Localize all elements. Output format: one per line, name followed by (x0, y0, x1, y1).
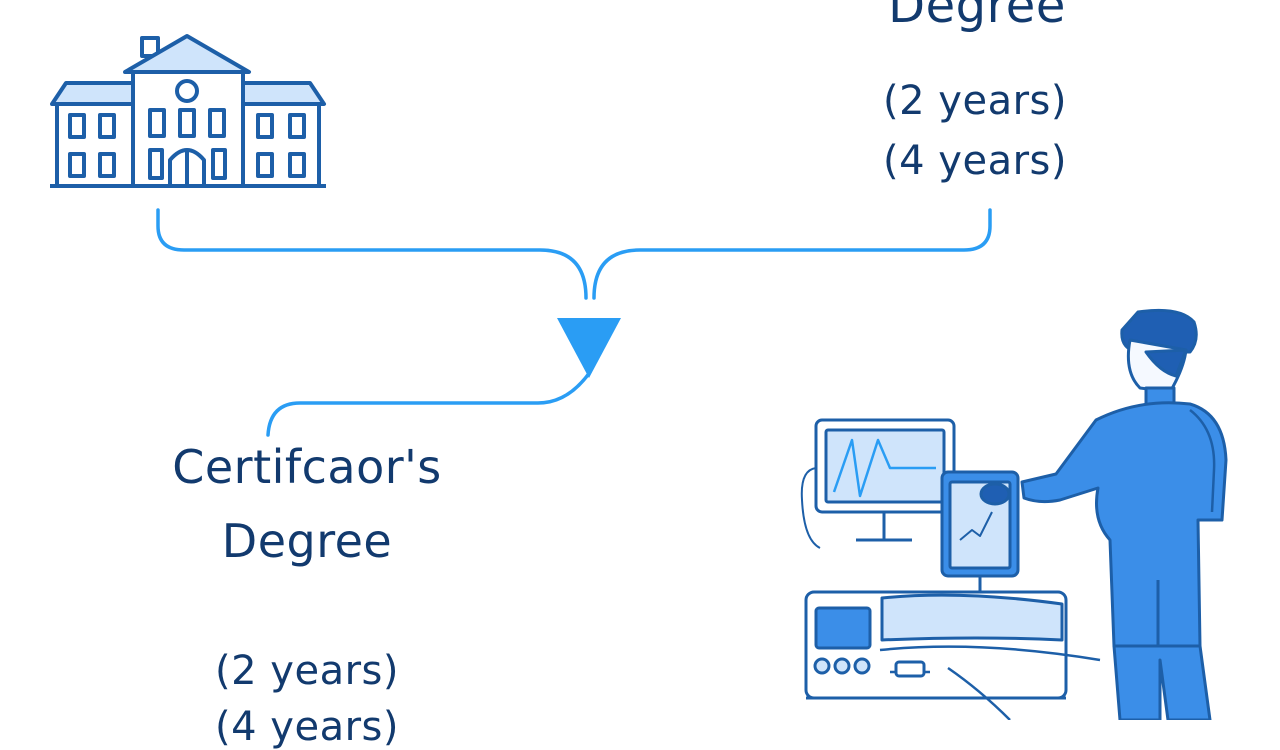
certificate-title-line-2: Degree (221, 514, 393, 568)
bottom-duration-2-years: (2 years) (215, 648, 399, 694)
technician-with-medical-equipment-icon (800, 308, 1228, 720)
certificate-title-line-1: Certifcaor's (172, 440, 442, 494)
school-building-icon (50, 34, 326, 188)
top-degree-label: Degree (888, 0, 1066, 34)
arrow-down-icon (557, 318, 621, 378)
connector-lines (156, 208, 992, 437)
top-duration-2-years: (2 years) (883, 78, 1067, 124)
bottom-duration-4-years: (4 years) (215, 704, 399, 750)
diagram-canvas (50, 34, 1228, 720)
top-duration-4-years: (4 years) (883, 138, 1067, 184)
